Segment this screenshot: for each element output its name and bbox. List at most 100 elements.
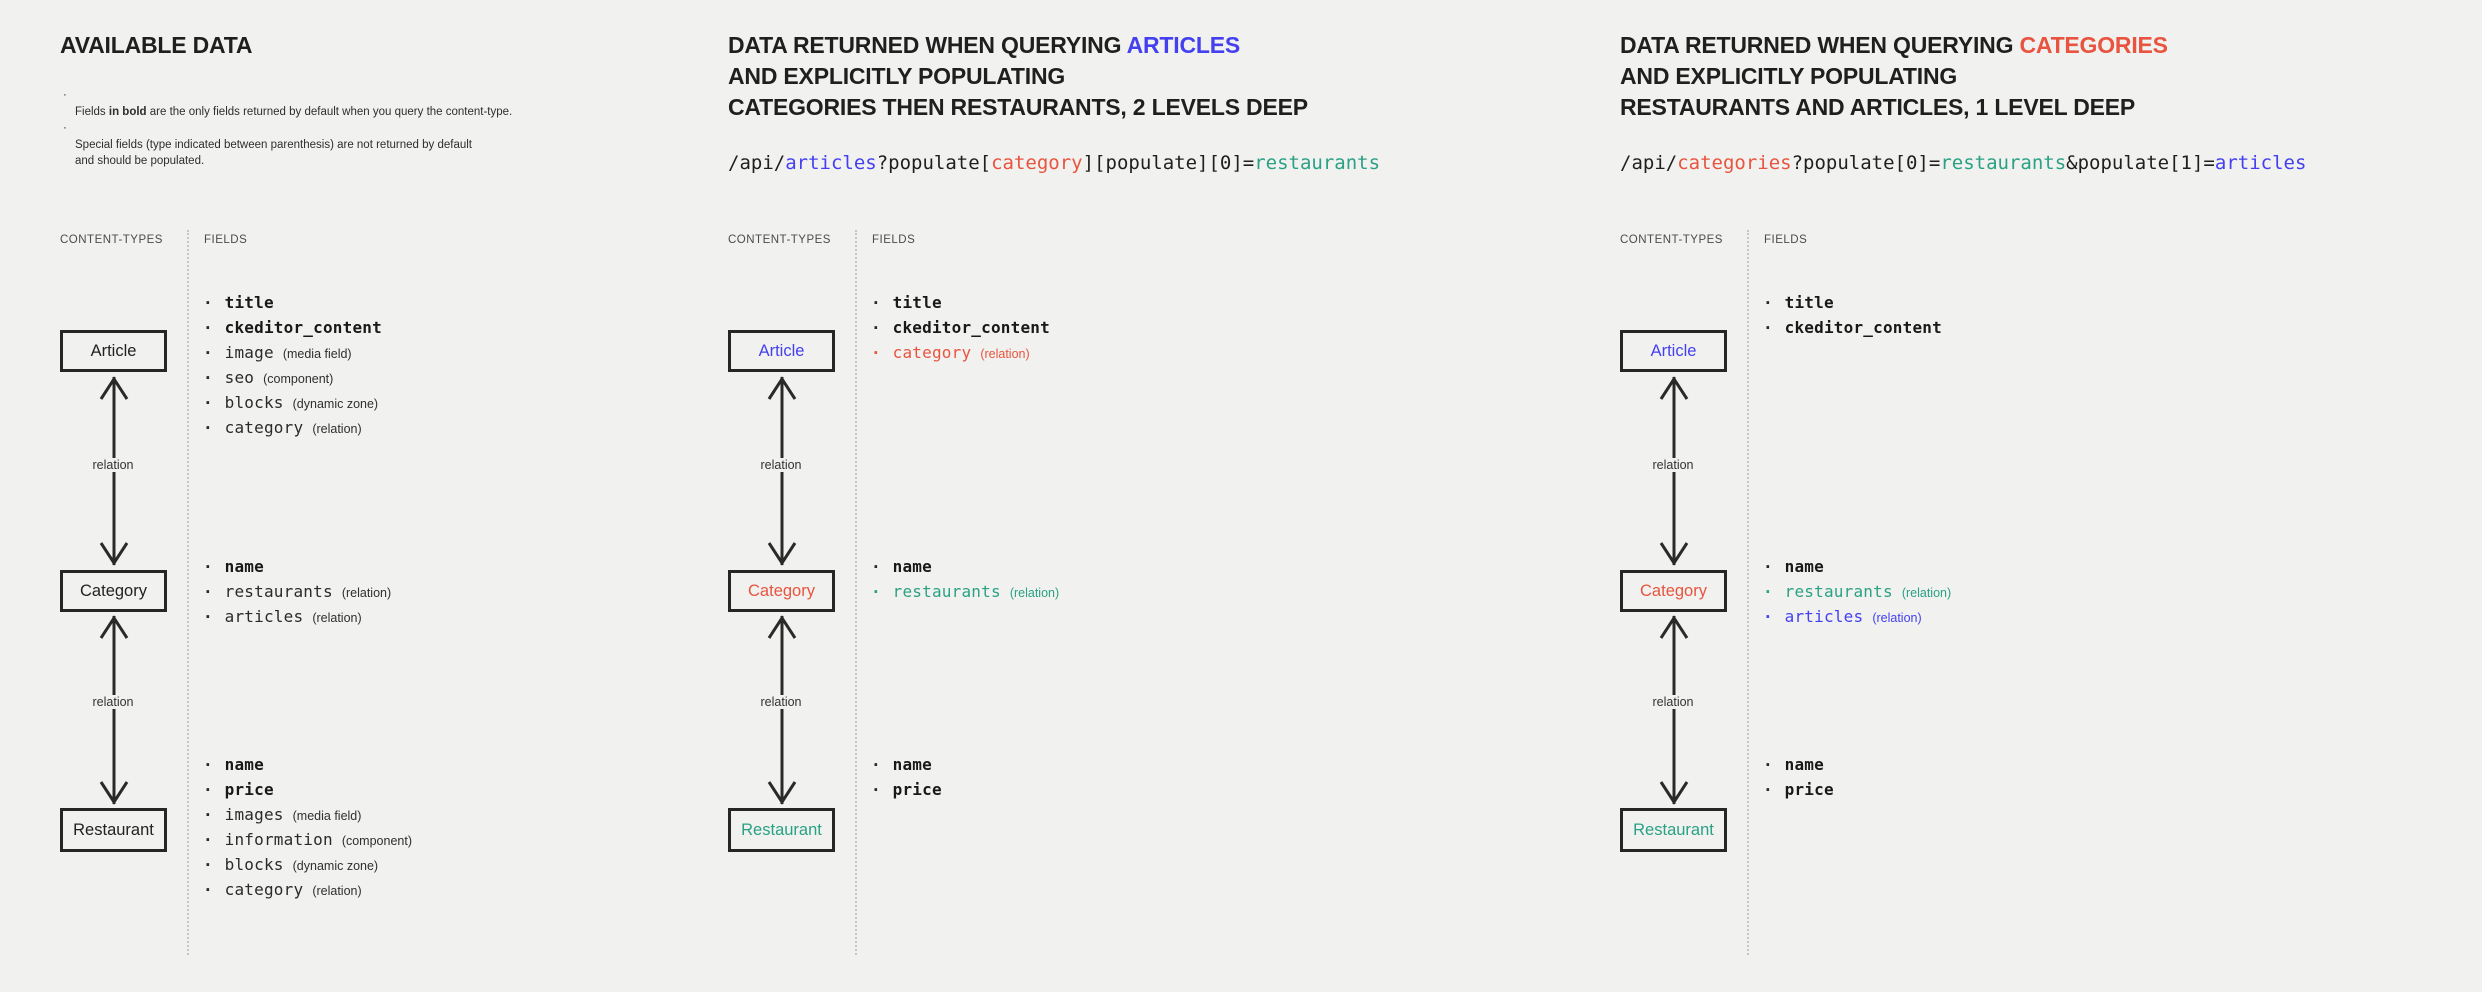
field-item: category(relation)	[871, 341, 1059, 366]
dotted-divider	[187, 230, 189, 955]
field-type: (component)	[263, 372, 334, 386]
field-name: price	[224, 780, 274, 799]
title-line: AND EXPLICITLY POPULATING	[1620, 61, 2168, 92]
field-name: name	[224, 755, 264, 774]
note-text: Special fields (type indicated between p…	[75, 138, 472, 168]
field-type: (relation)	[312, 611, 362, 625]
title-text: DATA RETURNED WHEN QUERYING	[728, 32, 1127, 58]
field-type: (media field)	[282, 347, 352, 361]
content-type-label: Article	[90, 341, 137, 360]
field-name: category	[224, 418, 304, 437]
field-item: ckeditor_content	[1763, 316, 1951, 341]
content-type-box: Category	[1620, 570, 1727, 612]
fields-list-article: title ckeditor_content	[1763, 291, 1951, 341]
content-types-column-label: CONTENT-TYPES	[1620, 234, 1723, 246]
field-name: blocks	[224, 393, 284, 412]
field-name: information	[224, 830, 333, 849]
title-text: RESTAURANTS AND ARTICLES, 1 LEVEL DEEP	[1620, 94, 2136, 120]
api-segment: articles	[785, 152, 877, 174]
field-item: articles(relation)	[1763, 605, 1951, 630]
field-name: title	[224, 293, 274, 312]
note-item: Fields in bold are the only fields retur…	[62, 87, 532, 120]
content-type-label: Category	[1640, 581, 1707, 600]
fields-column-label: FIELDS	[1764, 234, 1808, 246]
field-name: name	[892, 557, 932, 576]
page-title: DATA RETURNED WHEN QUERYING CATEGORIES A…	[1620, 30, 2168, 123]
panel-available-data: AVAILABLE DATA Fields in bold are the on…	[60, 0, 680, 992]
field-item: title	[203, 291, 391, 316]
field-name: name	[892, 755, 932, 774]
field-type: (relation)	[980, 347, 1030, 361]
api-segment: ?populate[	[876, 152, 992, 174]
dotted-divider	[855, 230, 857, 955]
fields-column-label: FIELDS	[204, 234, 248, 246]
field-item: price	[1763, 778, 1843, 803]
field-item: name	[1763, 555, 1951, 580]
relation-label: relation	[87, 458, 139, 472]
content-type-node-restaurant: Restaurant	[728, 808, 835, 852]
dotted-divider	[1747, 230, 1749, 955]
field-name: title	[892, 293, 942, 312]
fields-list-article: title ckeditor_content image(media field…	[203, 291, 391, 441]
page-title: AVAILABLE DATA	[60, 30, 252, 61]
field-type: (component)	[341, 834, 412, 848]
relation-label: relation	[1647, 695, 1699, 709]
field-item: category(relation)	[203, 416, 391, 441]
field-name: articles	[224, 607, 304, 626]
title-line: DATA RETURNED WHEN QUERYING CATEGORIES	[1620, 30, 2168, 61]
relation-arrow-icon	[99, 615, 129, 805]
field-item: name	[871, 555, 1059, 580]
field-name: title	[1784, 293, 1834, 312]
field-type: (relation)	[1009, 586, 1060, 600]
title-text: AVAILABLE DATA	[60, 32, 253, 58]
field-name: name	[1784, 755, 1824, 774]
fields-list-category: name restaurants(relation) articles(rela…	[1763, 555, 1952, 630]
title-text-highlight: ARTICLES	[1126, 32, 1241, 58]
field-item: price	[203, 778, 412, 803]
content-type-box: Restaurant	[60, 808, 167, 852]
field-item: name	[203, 555, 391, 580]
field-name: ckeditor_content	[224, 318, 382, 337]
field-name: restaurants	[224, 582, 333, 601]
content-type-box: Article	[1620, 330, 1727, 372]
title-text: AND EXPLICITLY POPULATING	[1620, 63, 1958, 89]
content-type-node-article: Article	[1620, 330, 1727, 372]
field-item: restaurants(relation)	[203, 580, 392, 605]
api-segment: articles	[2214, 152, 2307, 174]
content-type-node-restaurant: Restaurant	[1620, 808, 1727, 852]
content-type-box: Article	[60, 330, 167, 372]
content-type-label: Category	[748, 581, 815, 600]
field-type: (relation)	[312, 884, 362, 898]
note-text: are the only fields returned by default …	[146, 105, 513, 118]
api-path: /api/articles?populate[category][populat…	[728, 151, 1380, 175]
field-type: (dynamic zone)	[292, 859, 379, 873]
relation-label: relation	[1647, 458, 1699, 472]
fields-list-category: name restaurants(relation) articles (rela…	[203, 555, 392, 630]
field-item: restaurants(relation)	[871, 580, 1060, 605]
content-type-label: Restaurant	[741, 820, 822, 839]
panel-query-articles: DATA RETURNED WHEN QUERYING ARTICLES AND…	[728, 0, 1598, 992]
fields-list-category: name restaurants(relation)	[871, 555, 1060, 605]
note-text-bold: in bold	[108, 105, 147, 118]
fields-list-restaurant: name price images(media field) informati…	[203, 753, 412, 903]
field-item: ckeditor_content	[871, 316, 1059, 341]
field-item: image(media field)	[203, 341, 391, 366]
field-item: price	[871, 778, 951, 803]
panel-query-categories: DATA RETURNED WHEN QUERYING CATEGORIES A…	[1620, 0, 2480, 992]
field-item: images(media field)	[203, 803, 412, 828]
content-type-box: Category	[60, 570, 167, 612]
api-segment: &populate[1]=	[2066, 152, 2215, 174]
note-item: Special fields (type indicated between p…	[62, 120, 532, 170]
field-item: blocks (dynamic zone)	[203, 391, 391, 416]
title-text-highlight: CATEGORIES	[2019, 32, 2168, 58]
field-item: name	[871, 753, 951, 778]
relation-label: relation	[755, 695, 807, 709]
content-type-node-category: Category	[728, 570, 835, 612]
title-text: CATEGORIES THEN RESTAURANTS, 2 LEVELS DE…	[728, 94, 1308, 120]
fields-list-article: title ckeditor_content category(relation…	[871, 291, 1059, 366]
fields-list-restaurant: name price	[1763, 753, 1843, 803]
relation-arrow-icon	[767, 615, 797, 805]
content-type-label: Article	[758, 341, 805, 360]
field-type: (dynamic zone)	[292, 397, 379, 411]
title-line: DATA RETURNED WHEN QUERYING ARTICLES	[728, 30, 1308, 61]
